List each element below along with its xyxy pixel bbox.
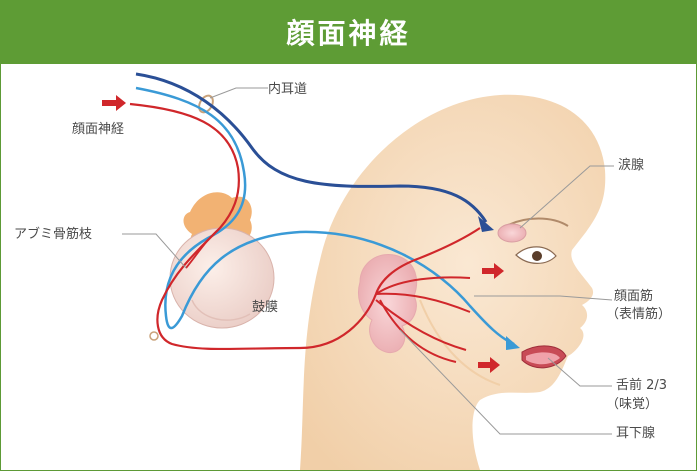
label-internal-auditory-canal: 内耳道 xyxy=(268,82,307,98)
pupil-icon xyxy=(532,251,542,261)
label-facial-muscles: 顔面筋 xyxy=(614,289,653,305)
label-tongue-front: 舌前 2/3 xyxy=(616,378,667,394)
label-tongue-front-sub: （味覚） xyxy=(606,397,658,413)
label-lacrimal-gland: 涙腺 xyxy=(618,158,644,174)
arrow-facial-nerve-icon xyxy=(102,95,126,111)
label-facial-muscles-sub: （表情筋） xyxy=(606,307,671,323)
page-title: 顔面神経 xyxy=(286,12,410,52)
label-stapedius-branch: アブミ骨筋枝 xyxy=(14,227,92,243)
stapedius-loop xyxy=(150,332,158,340)
head-silhouette xyxy=(300,95,605,470)
label-facial-nerve: 顔面神経 xyxy=(72,122,124,138)
label-eardrum: 鼓膜 xyxy=(252,300,278,316)
leader-internal-canal xyxy=(210,88,268,98)
label-submandibular-gland: 耳下腺 xyxy=(616,426,655,442)
title-bar: 顔面神経 xyxy=(0,0,697,64)
